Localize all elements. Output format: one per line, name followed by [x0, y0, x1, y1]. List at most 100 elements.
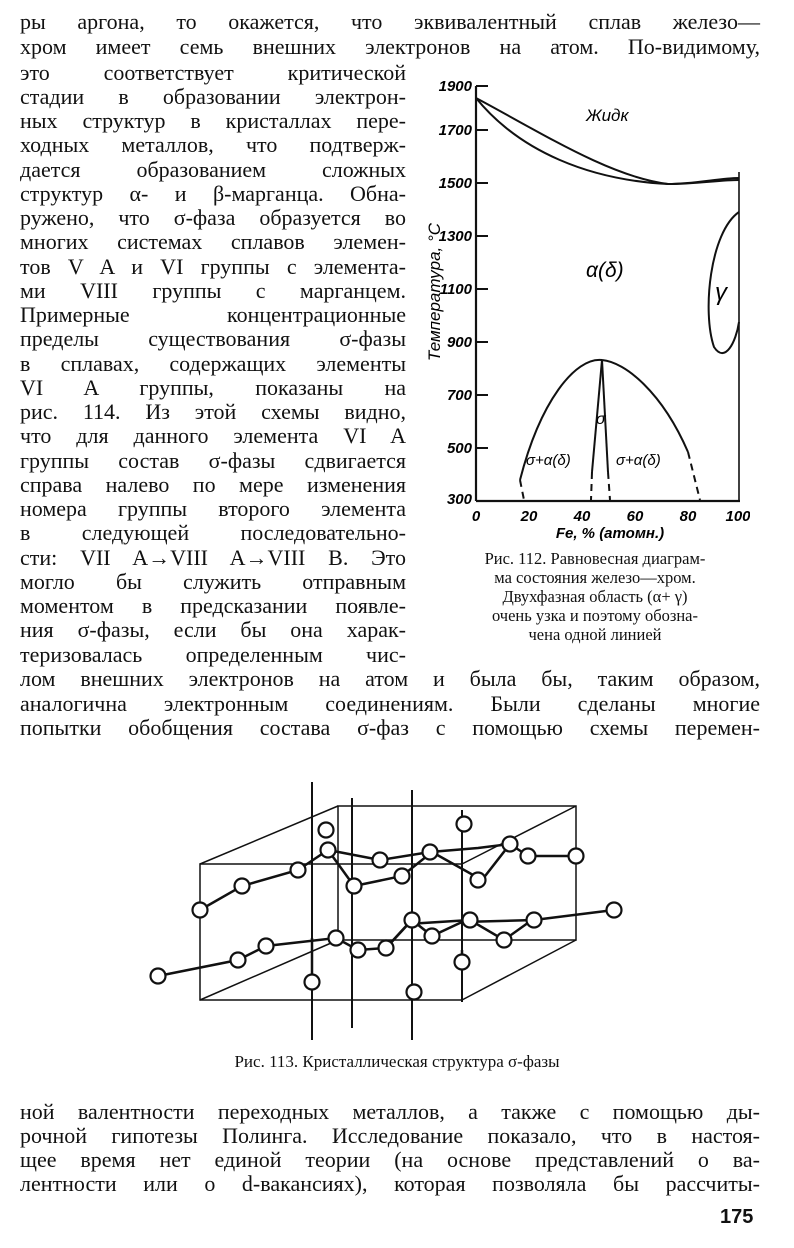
- text-line: щее время нет единой теории (на основе п…: [20, 1147, 760, 1172]
- text-line: ния σ-фазы, если бы она харак-: [20, 617, 406, 642]
- caption-line: ма состояния железо—хром.: [494, 568, 696, 587]
- figure-112-phase-diagram: 1900 1700 1500 1300 1100 900 700 500 300…: [425, 78, 750, 542]
- x-tick-label: 20: [520, 508, 538, 525]
- text-line: структур α- и β-марганца. Обна-: [20, 181, 406, 206]
- text-line: лом внешних электронов на атом и была бы…: [20, 666, 760, 691]
- atom: [149, 967, 167, 985]
- atoms: [149, 815, 623, 1001]
- text-line: ми VIII группы с марганцем.: [20, 278, 406, 303]
- text-line: дается образованием сложных: [20, 157, 406, 182]
- text-line: VI A группы, показаны на: [20, 375, 406, 400]
- atom: [371, 851, 389, 869]
- sigma-left-boundary: [591, 359, 603, 473]
- text-line: моментом в предсказании появле-: [20, 593, 406, 618]
- liquidus-solidus-curves: [475, 97, 740, 186]
- atom: [229, 951, 247, 969]
- caption-line: чена одной линией: [528, 625, 662, 644]
- unit-cell-box: [199, 805, 577, 1001]
- text-line: в сплавах, содержащих элементы: [20, 351, 406, 376]
- caption-line: очень узка и поэтому обозна-: [491, 606, 699, 625]
- y-tick-label: 1900: [439, 78, 473, 95]
- atom: [317, 821, 335, 839]
- figure-113-caption: Рис. 113. Кристаллическая структура σ-фа…: [234, 1052, 560, 1071]
- x-tick-label: 80: [680, 508, 697, 525]
- atom: [567, 847, 585, 865]
- x-tick-label: 60: [627, 508, 644, 525]
- atom: [453, 953, 471, 971]
- text-line: тов V A и VI группы с элемента-: [20, 254, 406, 279]
- x-tick-label: 40: [573, 508, 591, 525]
- atom: [327, 929, 345, 947]
- y-tick-label: 700: [447, 387, 473, 404]
- y-tick-label: 300: [447, 491, 473, 508]
- region-sigma-alpha-left-label: σ+α(δ): [526, 452, 571, 469]
- x-tick-label: 100: [725, 508, 750, 525]
- caption-line: Двухфазная область (α+ γ): [502, 587, 688, 606]
- figure-113-crystal-structure: [149, 782, 623, 1040]
- text-line: хром имеет семь внешних электронов на ат…: [20, 34, 760, 59]
- atom: [519, 847, 537, 865]
- atom: [405, 983, 423, 1001]
- atom: [377, 939, 395, 957]
- atom: [191, 901, 209, 919]
- atom: [303, 973, 321, 991]
- atom: [233, 877, 251, 895]
- region-alpha-label: α(δ): [586, 259, 624, 282]
- atom: [421, 843, 439, 861]
- caption-line: Рис. 112. Равновесная диаграм-: [484, 549, 706, 568]
- atom: [469, 871, 487, 889]
- text-line: рис. 114. Из этой схемы видно,: [20, 399, 406, 424]
- region-liquid-label: Жидк: [585, 106, 629, 125]
- atom: [257, 937, 275, 955]
- atom: [455, 815, 473, 833]
- page-number: 175: [720, 1206, 754, 1228]
- atom: [289, 861, 307, 879]
- text-line: группы состав σ-фазы сдвигается: [20, 448, 406, 473]
- text-line: попытки обобщения состава σ-фаз с помощь…: [20, 715, 760, 740]
- x-axis-label: Fe, % (атомн.): [556, 525, 664, 542]
- x-tick-label: 0: [472, 508, 481, 525]
- y-tick-labels: 1900 1700 1500 1300 1100 900 700 500 300: [439, 78, 473, 508]
- text-line: могло бы служить отправным: [20, 569, 406, 594]
- y-tick-label: 1700: [439, 122, 473, 139]
- text-line: многих системах сплавов элемен-: [20, 229, 406, 254]
- atom: [319, 841, 337, 859]
- text-line: рочной гипотезы Полинга. Исследование по…: [20, 1123, 760, 1148]
- y-tick-label: 500: [447, 440, 473, 457]
- atom: [423, 927, 441, 945]
- atom: [345, 877, 363, 895]
- y-tick-label: 1100: [440, 281, 473, 298]
- y-tick-label: 1300: [439, 228, 473, 245]
- text-line: теризовалась определенным чис-: [20, 642, 406, 667]
- atom: [461, 911, 479, 929]
- x-tick-labels: 0 20 40 60 80 100: [472, 508, 750, 525]
- region-gamma-label: γ: [715, 279, 729, 306]
- gamma-loop: [707, 211, 740, 354]
- atom: [349, 941, 367, 959]
- atom: [495, 931, 513, 949]
- text-line: в следующей последовательно-: [20, 520, 406, 545]
- text-line: номера группы второго элемента: [20, 496, 406, 521]
- dashed-extensions: [519, 451, 701, 501]
- region-labels: Жидк α(δ) γ σ σ+α(δ) σ+α(δ): [526, 106, 729, 469]
- atom: [403, 911, 421, 929]
- region-sigma-label: σ: [596, 411, 607, 428]
- atom: [525, 911, 543, 929]
- text-line: ходных металлов, что подтверж-: [20, 132, 406, 157]
- vertical-rods: [311, 782, 463, 1040]
- text-line: сти: VII A→VIII A→VIII B. Это: [20, 545, 406, 570]
- atom: [501, 835, 519, 853]
- region-sigma-alpha-right-label: σ+α(δ): [616, 452, 661, 469]
- atom: [393, 867, 411, 885]
- text-line: справа налево по мере изменения: [20, 472, 406, 497]
- text-line: это соответствует критической: [20, 60, 406, 85]
- y-ticks: [476, 85, 488, 449]
- text-line: стадии в образовании электрон-: [20, 84, 406, 109]
- sigma-dome: [519, 358, 689, 481]
- text-line: что для данного элемента VI A: [20, 423, 406, 448]
- y-tick-label: 1500: [439, 175, 473, 192]
- text-line: аналогична электронным соединениям. Были…: [20, 691, 760, 716]
- text-line: лентности или о d-вакансиях), которая по…: [20, 1171, 760, 1196]
- text-line: Примерные концентрационные: [20, 302, 406, 327]
- text-line: ры аргона, то окажется, что эквивалентны…: [20, 9, 760, 34]
